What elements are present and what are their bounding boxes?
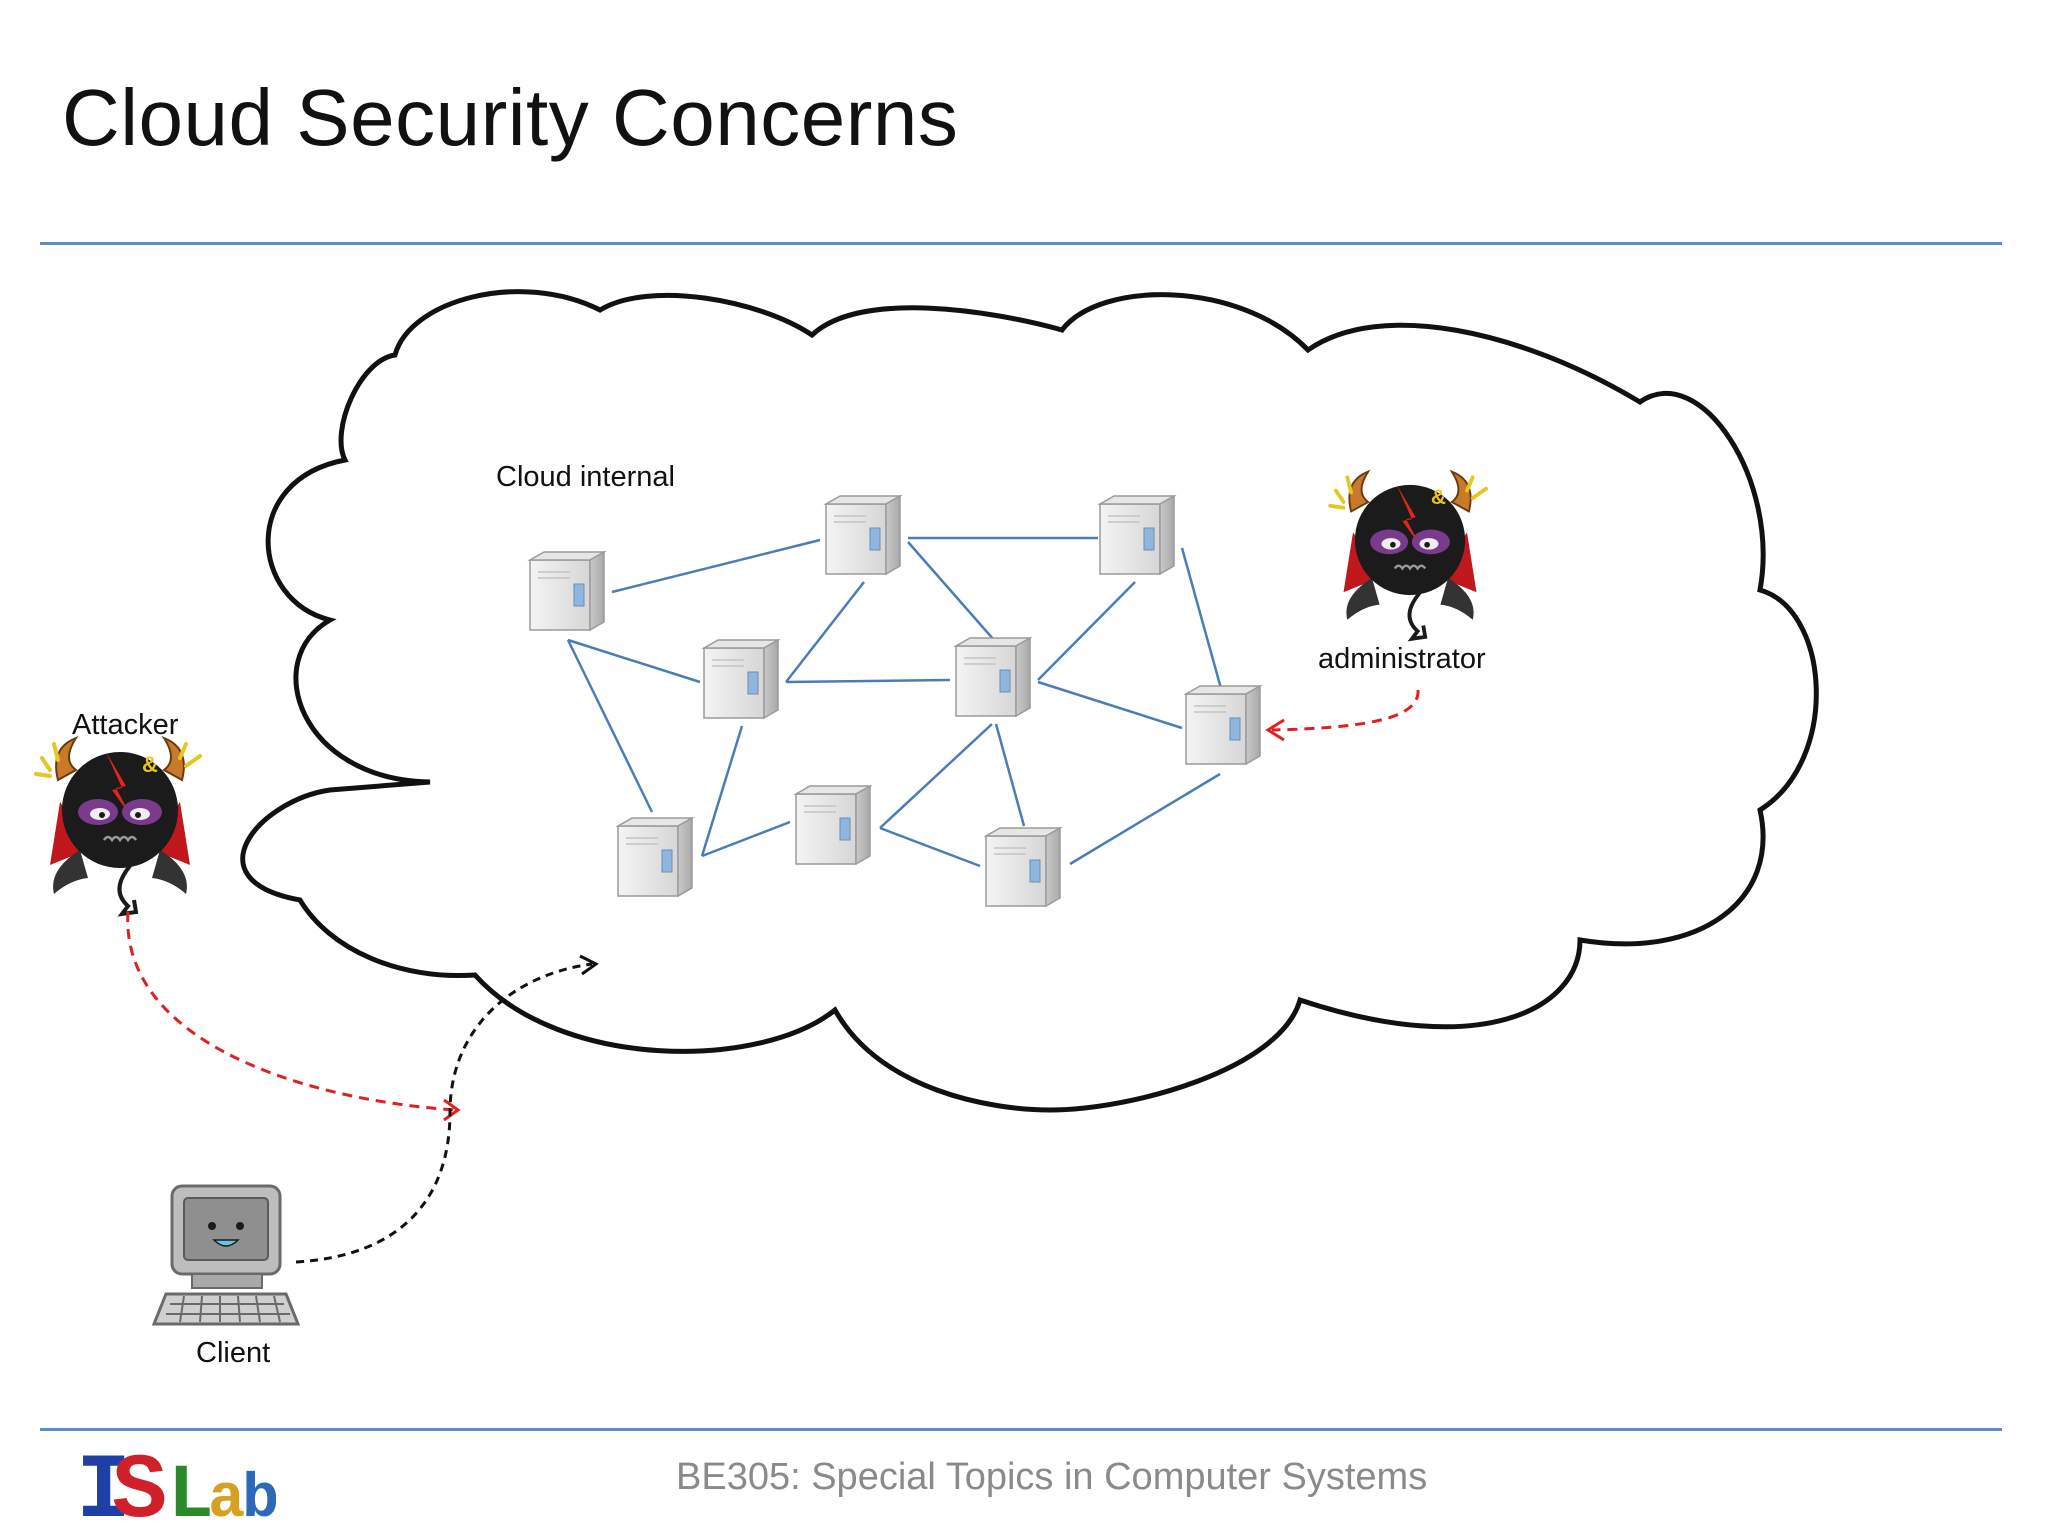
svg-text:S: S xyxy=(112,1440,167,1528)
server-tower-icon xyxy=(795,785,871,865)
server-tower-icon xyxy=(1185,685,1261,765)
server-tower-icon xyxy=(985,827,1061,907)
svg-text:a: a xyxy=(208,1464,245,1528)
svg-text:I: I xyxy=(76,1440,131,1528)
islab-logo: I S L a b xyxy=(76,1440,276,1528)
svg-text:b: b xyxy=(242,1464,276,1528)
server-tower-icon xyxy=(617,817,693,897)
server-tower-icon xyxy=(955,637,1031,717)
server-tower-icon xyxy=(703,639,779,719)
attacker-devil-icon xyxy=(34,736,202,916)
client-label: Client xyxy=(196,1337,270,1369)
server-tower-icon xyxy=(1099,495,1175,575)
course-footer: BE305: Special Topics in Computer System… xyxy=(676,1456,1428,1498)
svg-text:L: L xyxy=(168,1453,214,1528)
attacker-label: Attacker xyxy=(72,709,179,741)
title-divider xyxy=(40,242,2002,245)
attacker-arrow xyxy=(126,911,461,1122)
network-links xyxy=(566,536,1224,868)
slide-title: Cloud Security Concerns xyxy=(62,73,959,162)
administrator-arrow xyxy=(1265,689,1420,742)
client-computer-icon xyxy=(151,1184,301,1326)
client-arrow xyxy=(295,954,599,1264)
server-tower-icon xyxy=(529,551,605,631)
cloud-internal-label: Cloud internal xyxy=(496,461,675,493)
server-tower-icon xyxy=(825,495,901,575)
footer-divider xyxy=(40,1428,2002,1431)
administrator-label: administrator xyxy=(1318,643,1486,675)
